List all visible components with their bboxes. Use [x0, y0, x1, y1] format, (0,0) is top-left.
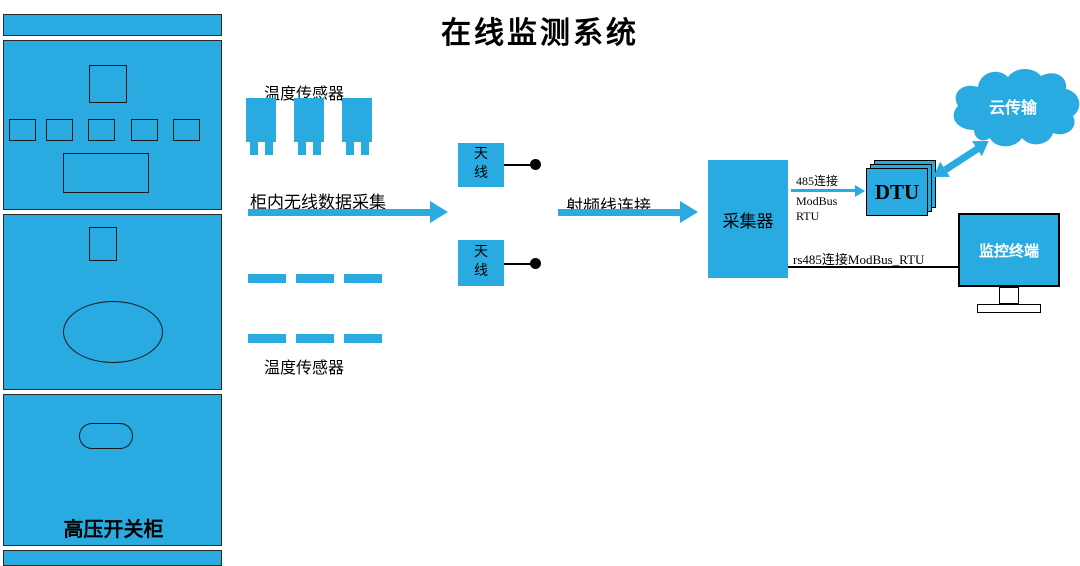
sensor-dash [296, 274, 334, 283]
cabinet-lower-panel: 高压开关柜 [3, 394, 222, 546]
dtu-485-label-line2: ModBus [796, 194, 838, 208]
cloud-icon [953, 69, 1080, 147]
dtu-label: DTU [874, 179, 920, 204]
temp-sensor-body [294, 98, 324, 142]
monitor-base [977, 304, 1041, 313]
cabinet-round-window [63, 301, 163, 363]
antenna1-dot [530, 159, 541, 170]
temp-sensor-leg [265, 142, 273, 155]
sensor-dash [248, 334, 286, 343]
antenna2-cable [504, 263, 532, 265]
dtu-485-label-line1: 485连接 [796, 174, 839, 188]
rf-arrow-shaft [558, 209, 680, 216]
dtu-box: DTU [866, 168, 928, 216]
cabinet-vent-box [46, 119, 73, 141]
temp-sensor-leg [313, 142, 321, 155]
wireless-data-label: 柜内无线数据采集 [250, 193, 386, 212]
antenna1-cable [504, 164, 532, 166]
cabinet-middle-panel [3, 214, 222, 390]
sensor-dash [344, 274, 382, 283]
temp-sensor-leg [361, 142, 369, 155]
cloud-shape: 云传输 [946, 64, 1080, 154]
temp-sensor-top-label: 温度传感器 [264, 86, 345, 103]
cabinet-upper-panel [3, 40, 222, 210]
cabinet-vent-box [9, 119, 36, 141]
antenna1-box: 天线 [458, 143, 504, 187]
cabinet-vent-box [88, 119, 115, 141]
sensor-dash [344, 334, 382, 343]
temp-sensor-leg [346, 142, 354, 155]
temp-sensor-body [246, 98, 276, 142]
temp-sensor-body [342, 98, 372, 142]
cabinet-window-square [89, 65, 127, 103]
antenna2-label: 天线 [474, 245, 488, 279]
cabinet-label: 高压开关柜 [63, 519, 164, 541]
dtu-485-arrow-head [855, 185, 865, 197]
sensor-dash [296, 334, 334, 343]
rf-arrow-head [680, 201, 698, 223]
cabinet-bottom-strip [3, 550, 222, 566]
temp-sensor-leg [298, 142, 306, 155]
dtu-485-arrow-shaft [791, 189, 855, 192]
cabinet-label-plate [63, 153, 149, 193]
antenna1-label: 天线 [474, 147, 488, 181]
wireless-data-arrow-head [430, 201, 448, 223]
collector-box: 采集器 [708, 160, 788, 278]
cabinet-vent-pill [79, 423, 133, 449]
dtu-485-label-line3: RTU [796, 209, 820, 223]
cloud-label: 云传输 [988, 100, 1037, 117]
rs485-line [788, 266, 958, 268]
page-title: 在线监测系统 [441, 17, 639, 50]
temp-sensor-bottom-label: 温度传感器 [264, 360, 345, 377]
wireless-data-arrow-shaft [248, 209, 430, 216]
collector-label: 采集器 [722, 211, 774, 231]
temp-sensor-leg [250, 142, 258, 155]
antenna2-box: 天线 [458, 240, 504, 286]
antenna2-dot [530, 258, 541, 269]
cabinet-top-strip [3, 14, 222, 36]
sensor-dash [248, 274, 286, 283]
monitor-neck [999, 287, 1019, 304]
monitor-label: 监控终端 [978, 243, 1039, 260]
cabinet-vent-box [173, 119, 200, 141]
cabinet-indicator-square [89, 227, 117, 261]
cabinet-vent-box [131, 119, 158, 141]
rs485-label: rs485连接ModBus_RTU [793, 252, 925, 267]
monitor-screen: 监控终端 [958, 213, 1060, 287]
